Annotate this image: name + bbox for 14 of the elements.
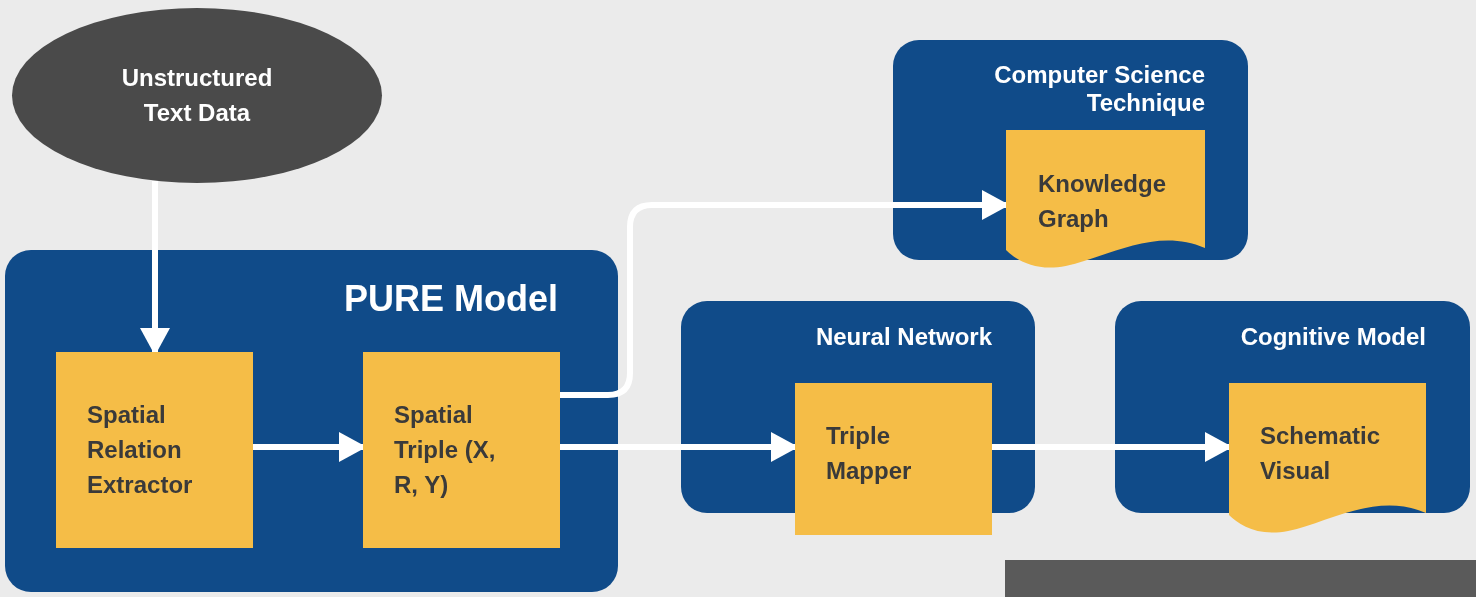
node-label: Spatial Triple (X, R, Y): [394, 400, 497, 500]
node-label: Spatial Relation Extractor: [87, 400, 194, 500]
node-label: Schematic Visual: [1260, 421, 1382, 486]
process-box: [795, 383, 992, 535]
process-box: [363, 352, 560, 548]
group-panel: [5, 250, 618, 592]
panel-heading: Cognitive Model: [1240, 323, 1426, 351]
node-label: Unstructured Text Data: [120, 63, 274, 128]
panel-heading: Neural Network: [815, 323, 992, 351]
node-label: Triple Mapper: [826, 421, 913, 486]
process-box: [56, 352, 253, 548]
node-label: Knowledge Graph: [1038, 169, 1167, 234]
panel-heading: PURE Model: [344, 278, 558, 320]
panel-heading: Computer Science Technique: [993, 61, 1205, 117]
